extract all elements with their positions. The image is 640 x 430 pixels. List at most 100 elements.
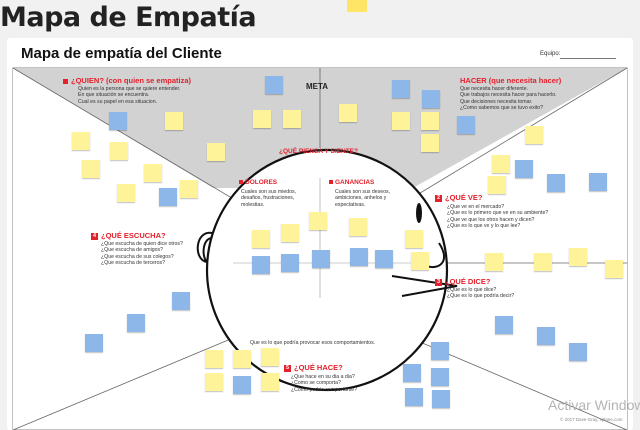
team-label: Equipo: <box>540 51 561 57</box>
section-marker-icon <box>63 78 68 84</box>
page-title: Mapa de Empatía <box>0 2 257 33</box>
sticky-note[interactable] <box>432 390 450 408</box>
sticky-note[interactable] <box>205 350 223 368</box>
sticky-note[interactable] <box>283 110 301 128</box>
sticky-note[interactable] <box>589 173 607 191</box>
eye-drawing <box>416 203 422 223</box>
sticky-note[interactable] <box>569 343 587 361</box>
sticky-note[interactable] <box>457 116 475 134</box>
sticky-note[interactable] <box>261 348 279 366</box>
sticky-note[interactable] <box>281 254 299 272</box>
sticky-note[interactable] <box>421 112 439 130</box>
sticky-note[interactable] <box>403 364 421 382</box>
section-desc-hear: ¿Que escucha de quien dice otros? ¿Que e… <box>101 241 183 267</box>
behavior-caption: Que es lo que podría provocar esos compo… <box>250 340 376 346</box>
section-marker-icon <box>239 180 243 185</box>
left-panel <box>13 68 213 430</box>
sticky-note[interactable] <box>488 176 506 194</box>
windows-activation-watermark: Activar Windows <box>548 397 640 413</box>
sticky-note[interactable] <box>525 126 543 144</box>
section-number: 2 <box>435 194 442 202</box>
sticky-note[interactable] <box>109 112 127 130</box>
sticky-note[interactable] <box>233 376 251 394</box>
sticky-note[interactable] <box>347 0 367 12</box>
section-desc-say: ¿Que es lo que dice? ¿Que es lo que podr… <box>447 287 515 300</box>
sticky-note[interactable] <box>207 143 225 161</box>
sticky-note[interactable] <box>422 90 440 108</box>
sticky-note[interactable] <box>495 316 513 334</box>
sticky-note[interactable] <box>82 160 100 178</box>
sticky-note[interactable] <box>253 110 271 128</box>
sticky-note[interactable] <box>233 350 251 368</box>
divider-bottom-left <box>12 327 258 430</box>
sticky-note[interactable] <box>144 164 162 182</box>
sticky-note[interactable] <box>261 373 279 391</box>
goal-label: META <box>306 82 329 91</box>
sticky-note[interactable] <box>392 112 410 130</box>
sticky-note[interactable] <box>534 253 552 271</box>
section-number: 3 <box>435 278 442 286</box>
sticky-note[interactable] <box>375 250 393 268</box>
sticky-note[interactable] <box>492 155 510 173</box>
sticky-note[interactable] <box>252 256 270 274</box>
sticky-note[interactable] <box>431 342 449 360</box>
sticky-note[interactable] <box>405 230 423 248</box>
section-title-do: HACER (que necesita hacer) <box>460 76 562 85</box>
sticky-note[interactable] <box>312 250 330 268</box>
sticky-note[interactable] <box>117 184 135 202</box>
divider-bottom-right <box>386 327 628 430</box>
section-title-do-actions: 5¿QUÉ HACE? <box>284 363 343 372</box>
section-title-say: 3¿QUÉ DICE? <box>435 277 491 286</box>
sticky-note[interactable] <box>85 334 103 352</box>
sticky-note[interactable] <box>172 292 190 310</box>
sticky-note[interactable] <box>605 260 623 278</box>
sticky-note[interactable] <box>309 212 327 230</box>
sticky-note[interactable] <box>349 218 367 236</box>
sticky-note[interactable] <box>485 253 503 271</box>
board-title: Mapa de empatía del Cliente <box>21 45 222 62</box>
divider-top-left <box>12 67 258 214</box>
board-canvas <box>12 67 628 430</box>
sticky-note[interactable] <box>180 180 198 198</box>
right-panel <box>413 68 627 430</box>
section-title-see: 2¿QUÉ VE? <box>435 193 483 202</box>
section-desc-do: Que necesita hacer diferente. Que trabaj… <box>460 86 557 112</box>
section-title-who: ¿QUIEN? (con quien se empatiza) <box>63 76 191 85</box>
sticky-note[interactable] <box>405 388 423 406</box>
section-desc-do-actions: ¿Que hace en su dia a dia? ¿Como se comp… <box>291 374 358 393</box>
sticky-note[interactable] <box>431 368 449 386</box>
team-input[interactable] <box>560 49 616 59</box>
section-title-gains: GANANCIAS <box>329 179 374 186</box>
sticky-note[interactable] <box>569 248 587 266</box>
section-desc-see: ¿Que ve en el mercado? ¿Que es lo primer… <box>447 204 549 230</box>
sticky-note[interactable] <box>110 142 128 160</box>
sticky-note[interactable] <box>265 76 283 94</box>
mouth-drawing <box>391 275 458 297</box>
section-title-pains: DOLORES <box>239 179 277 186</box>
sticky-note[interactable] <box>127 314 145 332</box>
section-desc-who: Quien es la persona que se quiere entend… <box>78 86 181 105</box>
sticky-note[interactable] <box>421 134 439 152</box>
divider-top-right <box>386 67 628 214</box>
sticky-note[interactable] <box>252 230 270 248</box>
empathy-map-board: Mapa de empatía del Cliente Equipo: META… <box>7 38 633 430</box>
sticky-note[interactable] <box>350 248 368 266</box>
footer-credit: © 2017 Dave Gray, xplane.com <box>560 417 623 422</box>
nose-drawing <box>426 242 446 268</box>
section-desc-gains: Cuales son sus deseos, ambiciones, anhel… <box>335 189 391 208</box>
sticky-note[interactable] <box>537 327 555 345</box>
sticky-note[interactable] <box>392 80 410 98</box>
section-title-hear: 4¿QUÉ ESCUCHA? <box>91 231 166 240</box>
sticky-note[interactable] <box>205 373 223 391</box>
sticky-note[interactable] <box>281 224 299 242</box>
sticky-note[interactable] <box>411 252 429 270</box>
sticky-note[interactable] <box>547 174 565 192</box>
sticky-note[interactable] <box>72 132 90 150</box>
section-number: 5 <box>284 364 291 372</box>
sticky-note[interactable] <box>339 104 357 122</box>
sticky-note[interactable] <box>515 160 533 178</box>
section-title-think-feel: ¿QUÉ PIENSA Y SIENTE? <box>279 148 358 155</box>
sticky-note[interactable] <box>159 188 177 206</box>
sticky-note[interactable] <box>165 112 183 130</box>
head-outline <box>205 148 449 392</box>
